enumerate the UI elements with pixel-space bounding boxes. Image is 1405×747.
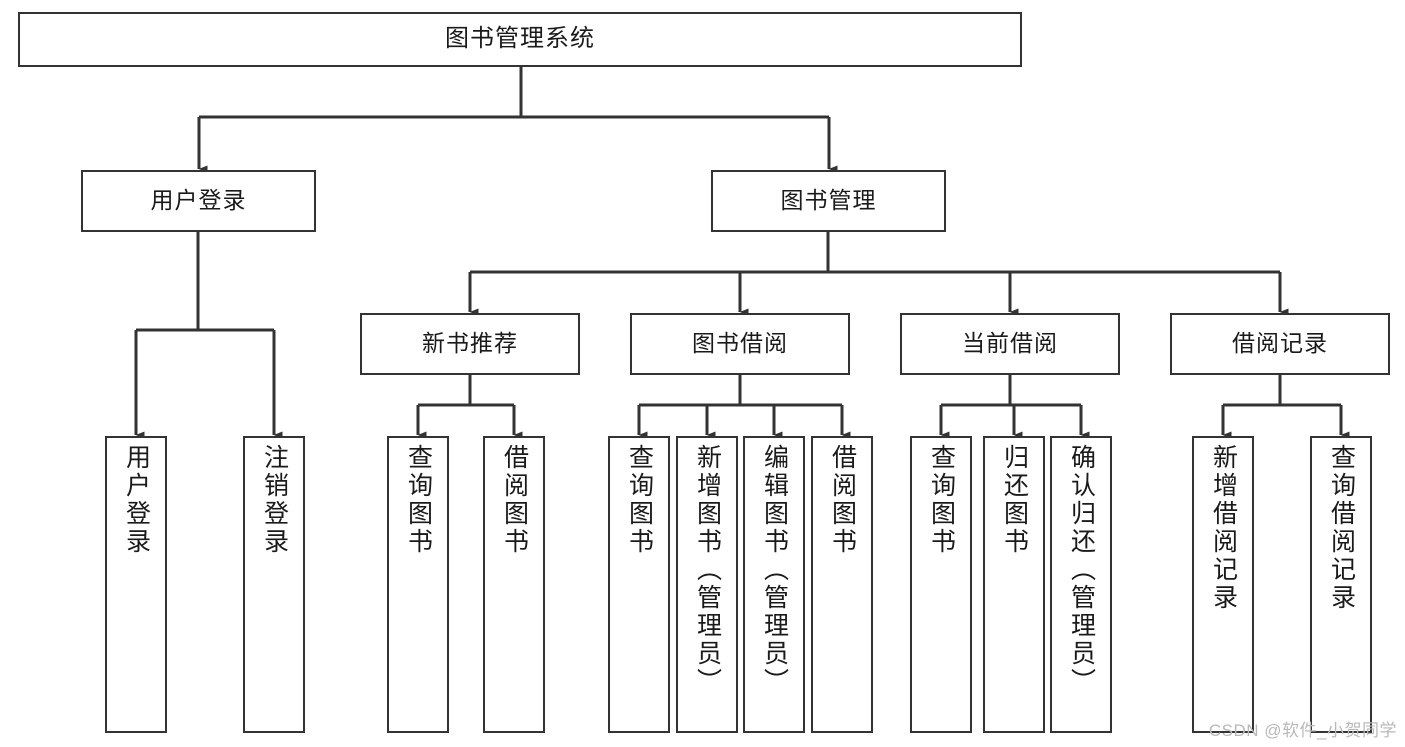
node-borrow-record[interactable]: 借阅记录 — [1170, 313, 1390, 375]
node-leaf-user-logout[interactable]: 注销登录 — [243, 436, 305, 733]
node-label: 借阅记录 — [1232, 330, 1328, 357]
node-leaf-rec-borrow[interactable]: 借阅图书 — [483, 436, 545, 733]
node-leaf-user-login[interactable]: 用户登录 — [105, 436, 167, 733]
node-leaf-rec-query[interactable]: 查询图书 — [387, 436, 449, 733]
edge-layer — [134, 67, 1350, 439]
node-new-book-rec[interactable]: 新书推荐 — [360, 313, 580, 375]
node-label: 新增借阅记录 — [1209, 444, 1238, 612]
node-label: 编辑图书（管理员） — [760, 444, 789, 696]
node-leaf-rec-search[interactable]: 查询借阅记录 — [1310, 436, 1372, 733]
node-label: 新增图书（管理员） — [693, 444, 722, 696]
node-leaf-borrow-edit[interactable]: 编辑图书（管理员） — [743, 436, 805, 733]
node-label: 查询借阅记录 — [1327, 444, 1356, 612]
node-label: 用户登录 — [122, 444, 151, 556]
node-label: 归还图书 — [1000, 444, 1029, 556]
node-label: 确认归还（管理员） — [1067, 444, 1096, 696]
node-label: 注销登录 — [260, 444, 289, 556]
node-leaf-cur-return[interactable]: 归还图书 — [983, 436, 1045, 733]
node-user-login[interactable]: 用户登录 — [81, 170, 316, 232]
node-label: 图书借阅 — [692, 330, 788, 357]
node-label: 当前借阅 — [962, 330, 1058, 357]
node-book-borrow[interactable]: 图书借阅 — [630, 313, 850, 375]
watermark: CSDN @软件_小贺同学 — [1208, 721, 1397, 740]
node-label: 查询图书 — [404, 444, 433, 556]
node-book-manage[interactable]: 图书管理 — [711, 170, 946, 232]
node-leaf-borrow-query[interactable]: 查询图书 — [608, 436, 670, 733]
node-label: 查询图书 — [927, 444, 956, 556]
node-label: 图书管理 — [780, 187, 877, 214]
node-leaf-borrow-lend[interactable]: 借阅图书 — [811, 436, 873, 733]
node-label: 借阅图书 — [500, 444, 529, 556]
node-label: 图书管理系统 — [445, 25, 595, 53]
node-label: 用户登录 — [150, 187, 247, 214]
node-leaf-cur-confirm[interactable]: 确认归还（管理员） — [1050, 436, 1112, 733]
node-label: 借阅图书 — [828, 444, 857, 556]
node-current-borrow[interactable]: 当前借阅 — [900, 313, 1120, 375]
node-leaf-borrow-add[interactable]: 新增图书（管理员） — [676, 436, 738, 733]
node-leaf-cur-query[interactable]: 查询图书 — [910, 436, 972, 733]
node-leaf-rec-add[interactable]: 新增借阅记录 — [1192, 436, 1254, 733]
node-label: 新书推荐 — [422, 330, 518, 357]
node-root[interactable]: 图书管理系统 — [18, 12, 1022, 67]
node-label: 查询图书 — [625, 444, 654, 556]
